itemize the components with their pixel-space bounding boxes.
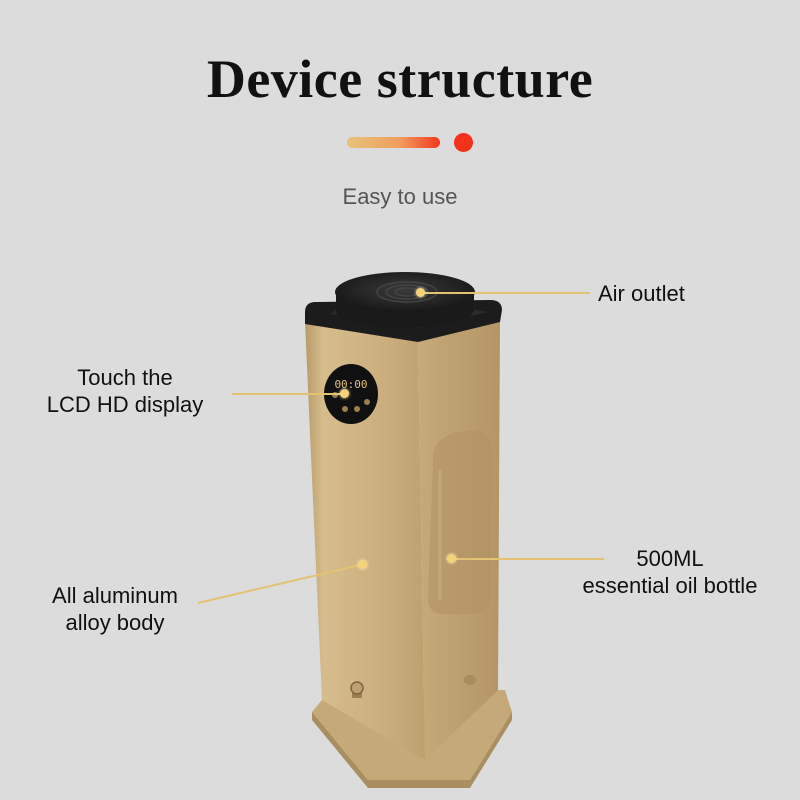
body-callout-dot xyxy=(358,560,367,569)
air-outlet-label: Air outlet xyxy=(598,281,685,306)
air-outlet-cap xyxy=(335,272,475,328)
page-title: Device structure xyxy=(206,49,594,109)
display-callout-line xyxy=(232,393,342,395)
display-label: Touch the LCD HD display xyxy=(46,365,204,417)
bottle-label: 500ML essential oil bottle xyxy=(582,546,758,598)
lcd-display: 00:00 xyxy=(324,364,378,424)
page-subtitle: Easy to use xyxy=(342,184,458,209)
display-callout-dot xyxy=(340,389,349,398)
accent-red-dot xyxy=(454,133,473,152)
body-label: All aluminum alloy body xyxy=(52,583,178,635)
svg-text:00:00: 00:00 xyxy=(334,378,367,391)
air-outlet-callout-dot xyxy=(416,288,425,297)
bottom-fitting xyxy=(350,681,364,698)
bottle-callout-dot xyxy=(447,554,456,563)
oil-bottle-shape xyxy=(428,430,493,615)
accent-gradient-bar xyxy=(347,137,440,148)
body-front-face xyxy=(305,322,425,760)
bottle-callout-line xyxy=(452,558,604,560)
air-outlet-callout-line xyxy=(420,292,590,294)
